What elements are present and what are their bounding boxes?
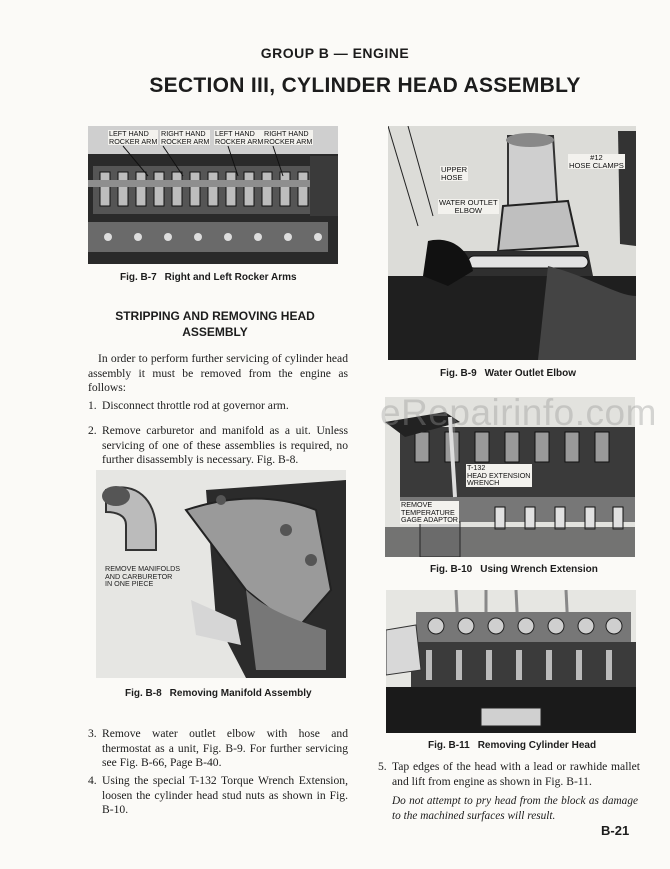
figure-b9-photo: [388, 126, 636, 360]
figure-b8-title: Removing Manifold Assembly: [169, 688, 312, 699]
step-5: 5.Tap edges of the head with a lead or r…: [378, 760, 640, 788]
step-3: 3.Remove water outlet elbow with hose an…: [88, 727, 348, 770]
figure-b7-title: Right and Left Rocker Arms: [164, 272, 297, 283]
figure-b10-number: Fig. B-10: [430, 564, 473, 575]
step-1: 1.Disconnect throttle rod at governor ar…: [88, 399, 289, 412]
figure-b11-title: Removing Cylinder Head: [477, 740, 597, 751]
figure-b7-photo: [88, 126, 338, 264]
group-header: GROUP B — ENGINE: [260, 45, 410, 61]
section-title: SECTION III, CYLINDER HEAD ASSEMBLY: [149, 74, 581, 97]
figure-b11-number: Fig. B-11: [428, 740, 470, 751]
figure-b8-number: Fig. B-8: [125, 688, 162, 699]
figure-b10-caption: Fig. B-10 Using Wrench Extension: [430, 564, 598, 575]
figure-b9-caption: Fig. B-9 Water Outlet Elbow: [440, 368, 576, 379]
page-number: B-21: [601, 823, 630, 838]
step-2: 2.Remove carburetor and manifold as a ui…: [88, 424, 348, 467]
figure-b7-caption: Fig. B-7 Right and Left Rocker Arms: [120, 272, 297, 283]
figure-b11-photo: [386, 590, 636, 733]
intro-paragraph: In order to perform further servicing of…: [88, 352, 348, 395]
caution-note: Do not attempt to pry head from the bloc…: [392, 795, 638, 822]
figure-b8-photo: [96, 470, 346, 678]
figure-b9-title: Water Outlet Elbow: [484, 368, 576, 379]
step-4: 4.Using the special T-132 Torque Wrench …: [88, 774, 348, 817]
figure-b9-number: Fig. B-9: [440, 368, 477, 379]
figure-b10-title: Using Wrench Extension: [480, 564, 598, 575]
watermark: eRepairinfo.com: [380, 392, 657, 433]
figure-b7-number: Fig. B-7: [120, 272, 157, 283]
figure-b11-caption: Fig. B-11 Removing Cylinder Head: [428, 740, 596, 751]
figure-b8-caption: Fig. B-8 Removing Manifold Assembly: [125, 688, 312, 699]
